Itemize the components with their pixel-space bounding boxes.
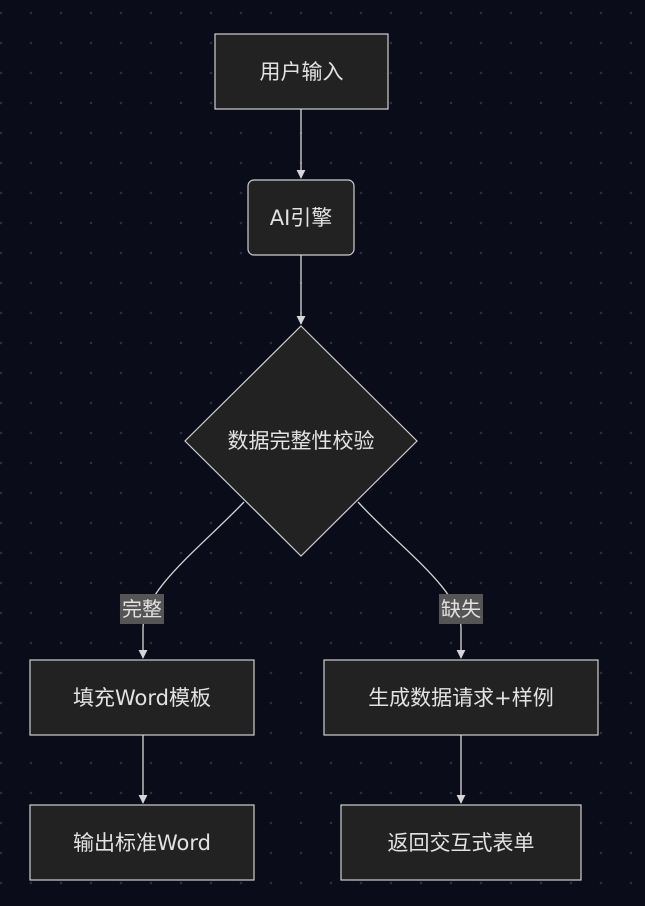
edge-label-missing: 缺失 [439, 594, 483, 624]
node-user-input-label: 用户输入 [260, 60, 344, 84]
edge-label-complete-text: 完整 [122, 597, 162, 621]
node-user-input[interactable]: 用户输入 [214, 33, 389, 110]
edge-label-missing-text: 缺失 [441, 597, 481, 621]
node-ai-engine-label: AI引擎 [270, 206, 333, 230]
node-generate-request[interactable]: 生成数据请求+样例 [323, 659, 599, 736]
node-validation-decision[interactable]: 数据完整性校验 [184, 325, 418, 557]
node-fill-template-label: 填充Word模板 [73, 686, 211, 710]
node-validation-label: 数据完整性校验 [228, 429, 375, 453]
edge-validation-to-fill [138, 501, 245, 659]
node-output-word[interactable]: 输出标准Word [29, 804, 255, 881]
node-generate-request-label: 生成数据请求+样例 [368, 686, 554, 710]
edge-label-complete: 完整 [120, 594, 164, 624]
node-fill-template[interactable]: 填充Word模板 [29, 659, 255, 736]
node-ai-engine[interactable]: AI引擎 [247, 179, 355, 256]
node-return-form[interactable]: 返回交互式表单 [340, 804, 582, 881]
edge-validation-to-request [357, 501, 466, 659]
node-output-word-label: 输出标准Word [73, 831, 211, 855]
node-return-form-label: 返回交互式表单 [388, 831, 535, 855]
